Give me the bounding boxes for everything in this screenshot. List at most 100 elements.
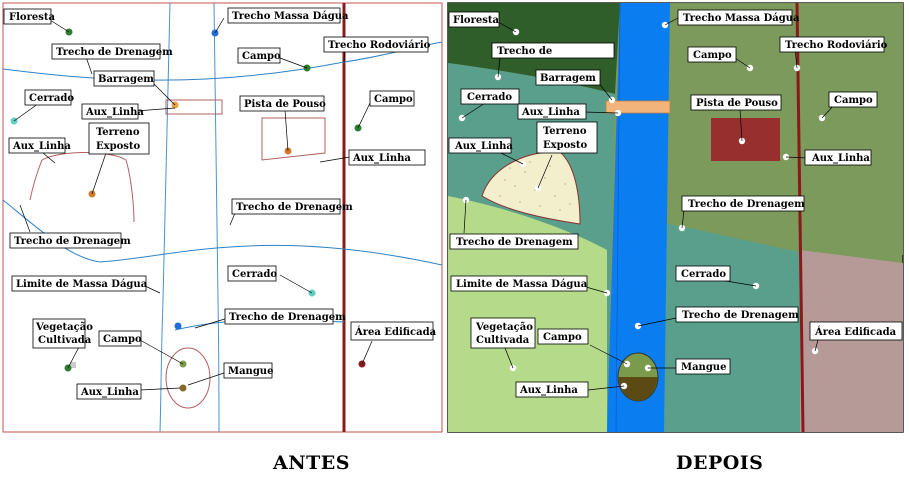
svg-text:Campo: Campo	[834, 95, 873, 106]
svg-text:Área Edificada: Área Edificada	[814, 326, 897, 338]
svg-text:Vegetação: Vegetação	[35, 322, 93, 333]
label-depois-campo-3: Campo	[537, 328, 589, 345]
svg-text:Trecho de: Trecho de	[497, 46, 552, 57]
label-depois-campo-1: Campo	[687, 46, 737, 63]
label-antes-mangue: Mangue	[223, 362, 273, 379]
panel-depois	[447, 2, 904, 433]
caption-depois: DEPOIS	[676, 452, 764, 474]
svg-text:Floresta: Floresta	[453, 15, 499, 26]
svg-text:Vegetação: Vegetação	[475, 322, 533, 333]
label-depois-floresta: Floresta	[448, 11, 499, 28]
svg-text:Trecho Massa Dágua: Trecho Massa Dágua	[683, 13, 800, 24]
svg-text:Cultivada: Cultivada	[476, 335, 530, 346]
svg-text:Mangue: Mangue	[228, 366, 273, 377]
svg-text:Trecho Rodoviário: Trecho Rodoviário	[785, 40, 888, 51]
svg-text:Aux_Linha: Aux_Linha	[521, 107, 580, 118]
svg-text:Aux_Linha: Aux_Linha	[454, 141, 513, 152]
svg-text:Cerrado: Cerrado	[681, 269, 726, 280]
svg-text:Campo: Campo	[374, 94, 413, 105]
label-depois-trecho-de-drenagem-low: Trecho de Drenagem	[675, 306, 799, 323]
label-antes-cerrado-2: Cerrado	[227, 265, 277, 282]
label-depois-barragem: Barragem	[535, 69, 601, 86]
label-antes-barragem: Barragem	[93, 70, 155, 87]
label-antes-cerrado-1: Cerrado	[24, 89, 74, 106]
svg-text:Campo: Campo	[242, 51, 281, 62]
svg-text:Cultivada: Cultivada	[38, 335, 92, 346]
label-antes-trecho-massa-dagua: Trecho Massa Dágua	[227, 7, 349, 24]
svg-text:Trecho de Drenagem: Trecho de Drenagem	[56, 47, 173, 58]
svg-text:Trecho Rodoviário: Trecho Rodoviário	[328, 40, 431, 51]
svg-text:Pista de Pouso: Pista de Pouso	[244, 99, 326, 110]
svg-text:Cerrado: Cerrado	[467, 92, 512, 103]
svg-text:Trecho de Drenagem: Trecho de Drenagem	[688, 199, 805, 210]
label-antes-aux-linha-3: Aux_Linha	[348, 149, 426, 166]
svg-text:Exposto: Exposto	[543, 140, 587, 151]
label-depois-trecho-rodoviario: Trecho Rodoviário	[779, 36, 888, 53]
panel-antes	[2, 2, 443, 433]
svg-text:Cerrado: Cerrado	[232, 269, 277, 280]
svg-text:Barragem: Barragem	[98, 74, 154, 85]
label-antes-pista-de-pouso: Pista de Pouso	[239, 95, 326, 112]
diagram-canvas: Floresta Trecho Massa Dágua Trecho de Dr…	[2, 2, 904, 433]
svg-text:Exposto: Exposto	[96, 141, 140, 152]
svg-text:Cerrado: Cerrado	[29, 93, 74, 104]
caption-antes: ANTES	[273, 452, 350, 474]
label-depois-area-edificada: Área Edificada	[809, 321, 903, 341]
svg-text:Trecho de Drenagem: Trecho de Drenagem	[682, 310, 799, 321]
label-antes-campo-2: Campo	[369, 90, 415, 107]
label-depois-pista-de-pouso: Pista de Pouso	[690, 94, 782, 111]
label-antes-aux-linha-4: Aux_Linha	[76, 383, 142, 400]
label-antes-campo-3: Campo	[98, 330, 142, 347]
label-antes-floresta: Floresta	[3, 8, 55, 25]
svg-text:Limite de Massa Dágua: Limite de Massa Dágua	[16, 279, 148, 290]
label-depois-aux-linha-3: Aux_Linha	[804, 149, 872, 166]
label-antes-aux-linha-2: Aux_Linha	[8, 137, 71, 154]
svg-text:Trecho de Drenagem: Trecho de Drenagem	[229, 312, 346, 323]
label-depois-trecho-massa-dagua: Trecho Massa Dágua	[677, 9, 800, 26]
svg-text:Aux_Linha: Aux_Linha	[85, 107, 144, 118]
label-antes-aux-linha-1: Aux_Linha	[81, 103, 144, 120]
svg-text:Aux_Linha: Aux_Linha	[80, 387, 139, 398]
svg-text:Limite de Massa Dágua: Limite de Massa Dágua	[456, 279, 588, 290]
svg-text:Aux_Linha: Aux_Linha	[519, 385, 578, 396]
depois-labels	[461, 17, 836, 391]
label-antes-trecho-de-drenagem-top: Trecho de Drenagem	[51, 43, 173, 60]
svg-text:Trecho de Drenagem: Trecho de Drenagem	[14, 236, 131, 247]
label-antes-trecho-rodoviario: Trecho Rodoviário	[323, 36, 431, 53]
antes-labels	[13, 17, 373, 391]
label-antes-limite-massa-dagua: Limite de Massa Dágua	[11, 275, 148, 292]
svg-text:Barragem: Barragem	[540, 73, 596, 84]
svg-text:Terreno: Terreno	[543, 126, 587, 137]
label-antes-area-edificada: Área Edificada	[350, 321, 437, 341]
svg-text:Trecho de Drenagem: Trecho de Drenagem	[456, 237, 573, 248]
svg-text:Floresta: Floresta	[9, 12, 55, 23]
label-depois-trecho-de-drenagem-left: Trecho de Drenagem	[449, 233, 579, 250]
label-depois-cerrado-2: Cerrado	[675, 265, 731, 282]
label-depois-aux-linha-2: Aux_Linha	[448, 137, 513, 154]
svg-text:Trecho de Drenagem: Trecho de Drenagem	[236, 202, 353, 213]
svg-text:Terreno: Terreno	[96, 127, 140, 138]
label-depois-trecho-de: Trecho de	[491, 42, 615, 59]
label-depois-limite-massa-dagua: Limite de Massa Dágua	[450, 275, 588, 292]
svg-text:Aux_Linha: Aux_Linha	[352, 153, 411, 164]
label-depois-cerrado-1: Cerrado	[460, 88, 520, 105]
label-antes-trecho-de-drenagem-mid: Trecho de Drenagem	[231, 198, 353, 215]
label-depois-aux-linha-4: Aux_Linha	[515, 381, 589, 398]
svg-text:Pista de Pouso: Pista de Pouso	[696, 98, 778, 109]
svg-text:Campo: Campo	[693, 50, 732, 61]
svg-text:Área Edificada: Área Edificada	[354, 326, 437, 338]
label-antes-campo-1: Campo	[237, 47, 281, 64]
label-antes-trecho-de-drenagem-low: Trecho de Drenagem	[224, 308, 346, 325]
label-depois-aux-linha-1: Aux_Linha	[517, 103, 587, 120]
svg-text:Campo: Campo	[103, 334, 142, 345]
label-depois-mangue: Mangue	[675, 358, 731, 375]
svg-text:Aux_Linha: Aux_Linha	[12, 141, 71, 152]
svg-text:Trecho Massa Dágua: Trecho Massa Dágua	[232, 11, 349, 22]
label-depois-campo-2: Campo	[828, 91, 878, 108]
label-antes-trecho-de-drenagem-left: Trecho de Drenagem	[9, 232, 131, 249]
label-depois-trecho-de-drenagem-right: Trecho de Drenagem	[681, 195, 805, 212]
